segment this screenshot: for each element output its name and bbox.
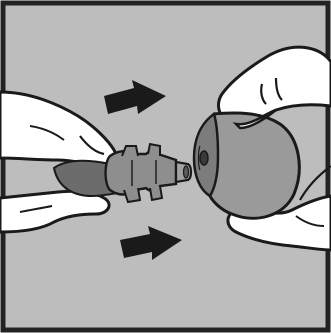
illustration-canvas xyxy=(0,0,331,333)
instruction-illustration xyxy=(0,0,331,333)
